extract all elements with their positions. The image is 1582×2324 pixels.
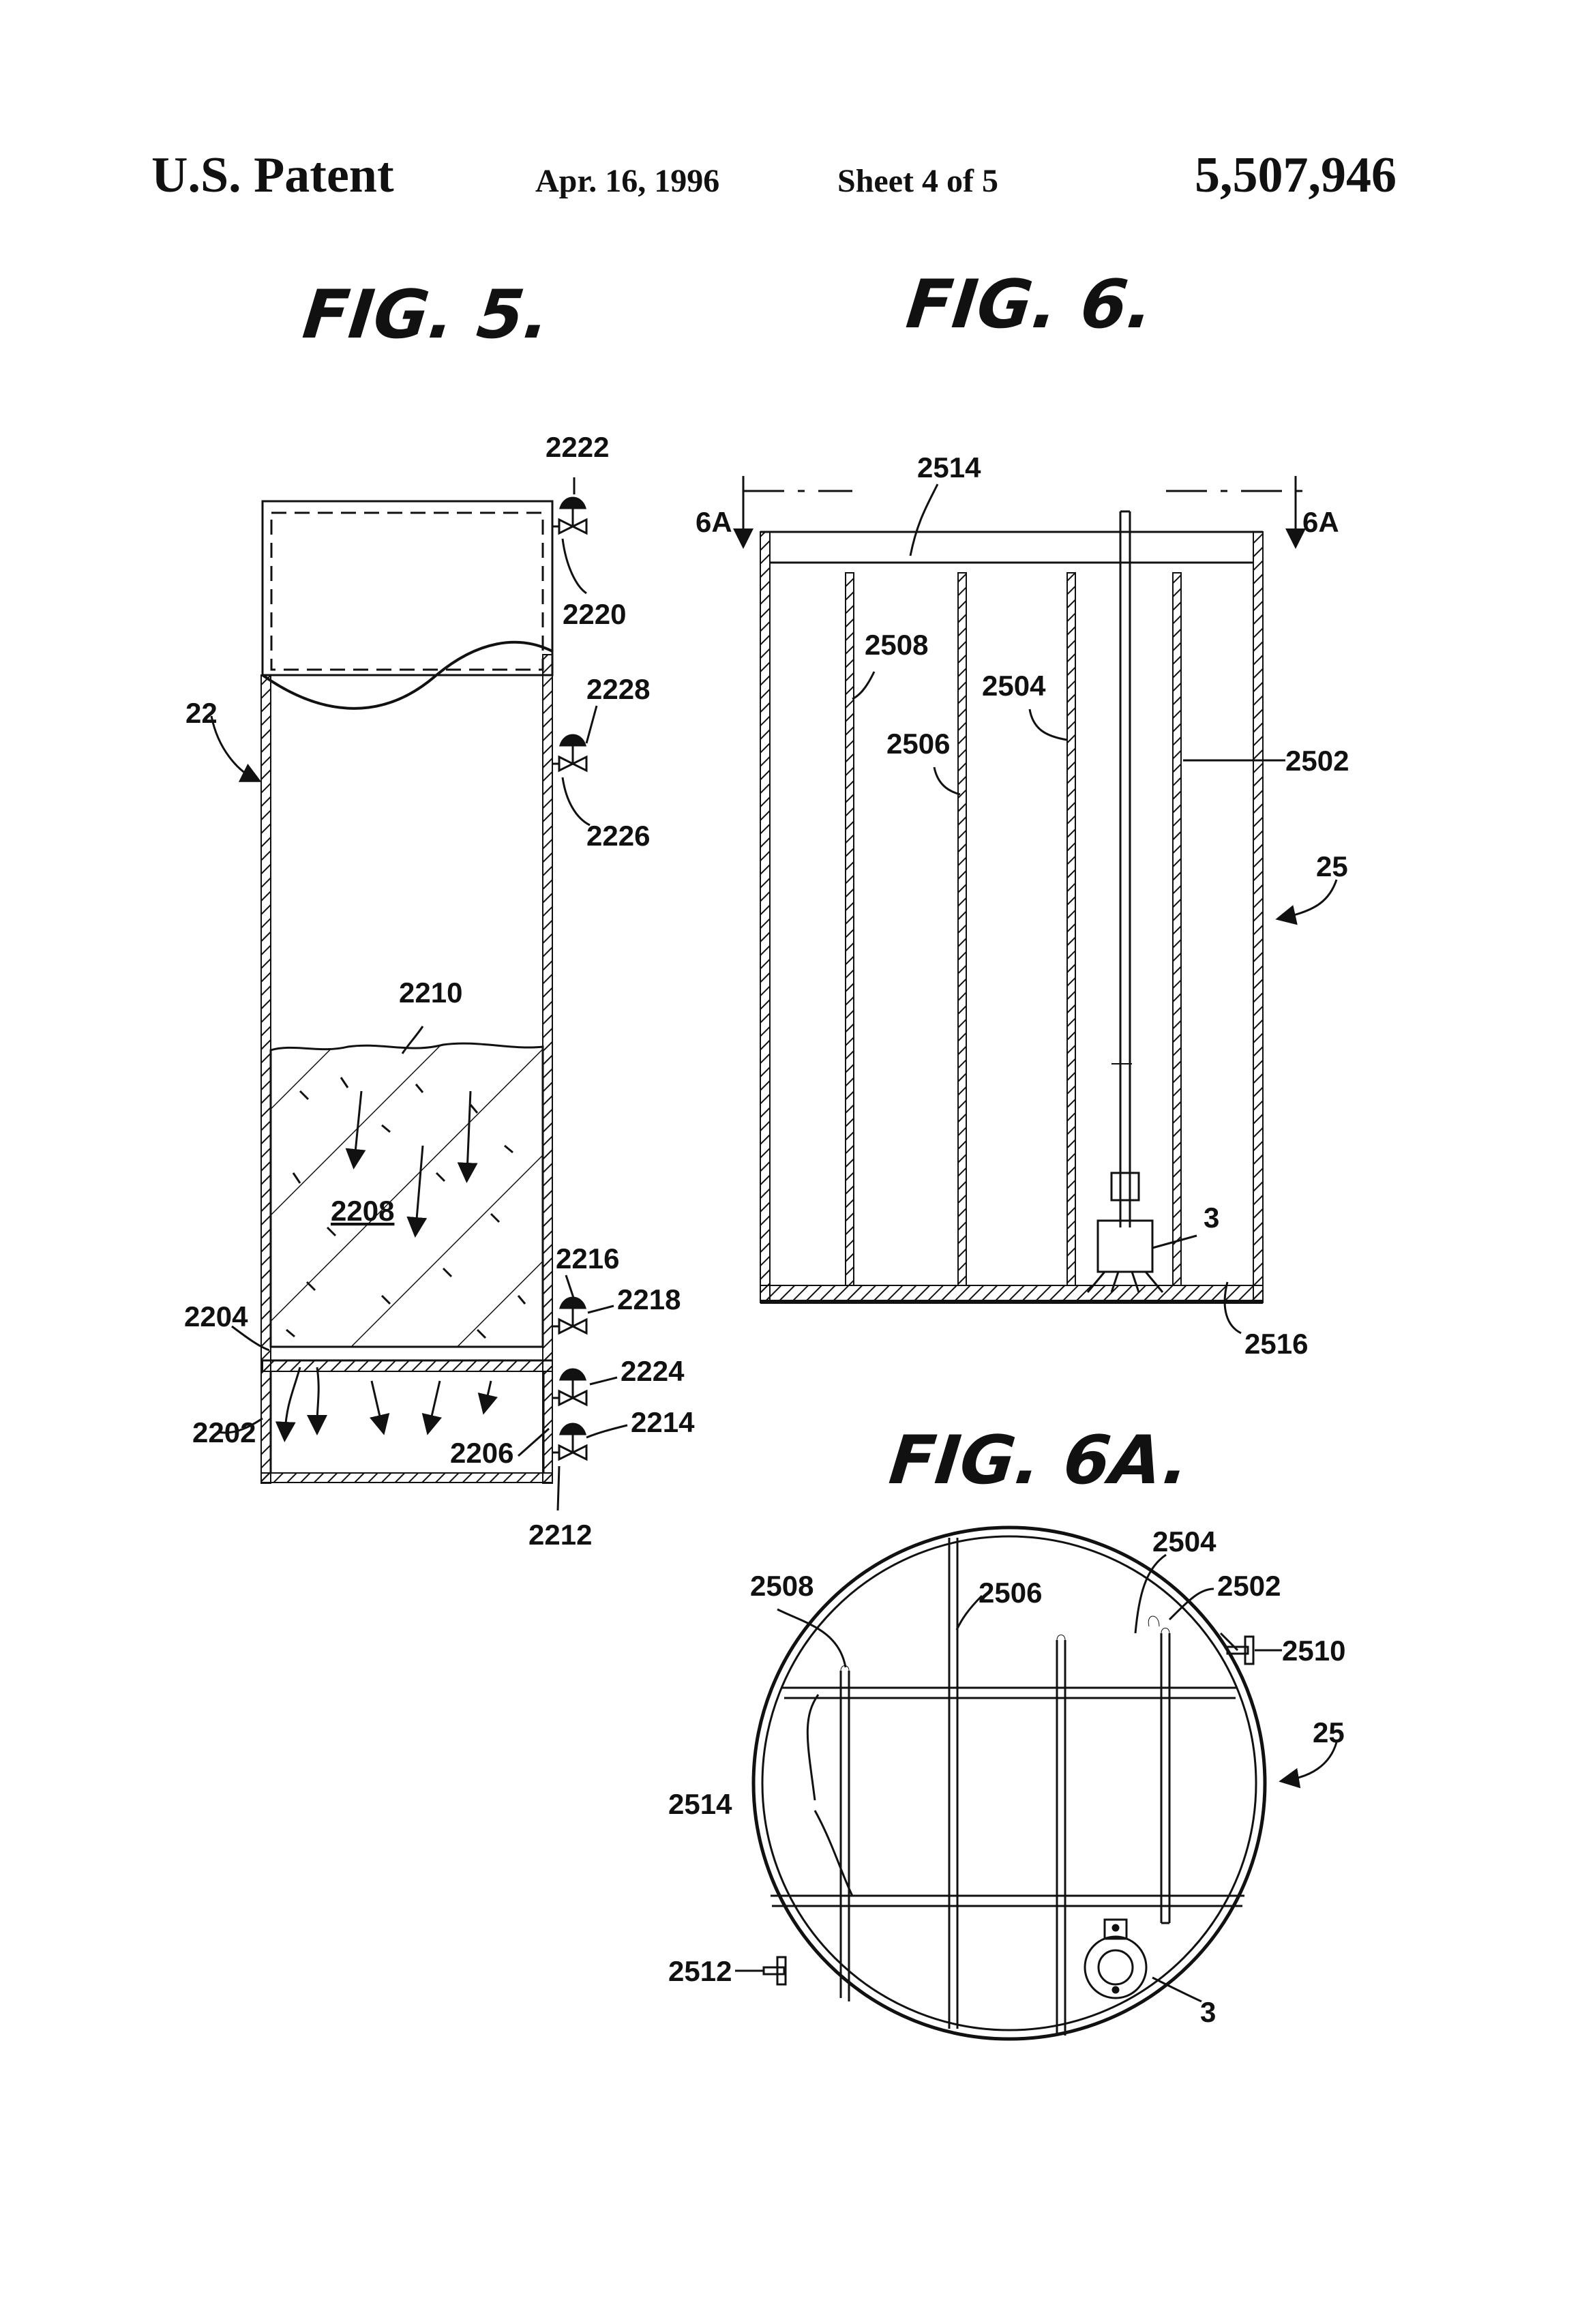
label-2224: 2224 bbox=[621, 1355, 685, 1387]
label-6a-2506: 2506 bbox=[979, 1577, 1042, 1609]
fig6-tank bbox=[743, 476, 1306, 1302]
label-2222: 2222 bbox=[546, 431, 609, 463]
label-2202: 2202 bbox=[192, 1416, 256, 1448]
label-2206: 2206 bbox=[450, 1437, 513, 1469]
label-2502: 2502 bbox=[1285, 745, 1349, 777]
label-2216: 2216 bbox=[556, 1242, 619, 1275]
label-6a-2504: 2504 bbox=[1152, 1525, 1217, 1558]
fig6a-leaders bbox=[735, 1555, 1337, 2001]
label-2210: 2210 bbox=[399, 977, 462, 1009]
label-2204: 2204 bbox=[184, 1300, 248, 1332]
label-2514: 2514 bbox=[917, 451, 981, 483]
label-2228: 2228 bbox=[586, 673, 650, 705]
label-6a-2510: 2510 bbox=[1282, 1635, 1345, 1667]
label-2516: 2516 bbox=[1244, 1328, 1308, 1360]
fig6-leaders bbox=[852, 484, 1337, 1333]
label-6a-3: 3 bbox=[1200, 1996, 1216, 2028]
label-2226: 2226 bbox=[586, 820, 650, 852]
label-6a-2508: 2508 bbox=[750, 1570, 814, 1602]
label-6a-left: 6A bbox=[696, 506, 732, 538]
label-2506: 2506 bbox=[886, 728, 950, 760]
label-6a-right: 6A bbox=[1302, 506, 1339, 538]
label-2508: 2508 bbox=[865, 629, 928, 661]
label-22: 22 bbox=[185, 697, 218, 729]
label-6a-25: 25 bbox=[1313, 1716, 1345, 1748]
label-2212: 2212 bbox=[528, 1519, 592, 1551]
fig6-labels: 2514 6A 6A 2508 2504 2506 2502 25 3 2516 bbox=[696, 451, 1349, 1360]
label-2220: 2220 bbox=[563, 598, 626, 630]
label-6a-2514: 2514 bbox=[668, 1788, 732, 1820]
label-6a-2512: 2512 bbox=[668, 1955, 732, 1987]
label-3: 3 bbox=[1204, 1202, 1219, 1234]
fig6a-labels: 2504 2508 2506 2502 2510 25 2514 2512 3 bbox=[668, 1525, 1345, 2028]
label-2208: 2208 bbox=[331, 1195, 394, 1227]
label-2214: 2214 bbox=[631, 1406, 695, 1438]
fig5-valves bbox=[552, 498, 586, 1459]
label-2504: 2504 bbox=[982, 670, 1046, 702]
label-25: 25 bbox=[1316, 850, 1348, 882]
label-2218: 2218 bbox=[617, 1283, 681, 1315]
label-6a-2502: 2502 bbox=[1217, 1570, 1281, 1602]
